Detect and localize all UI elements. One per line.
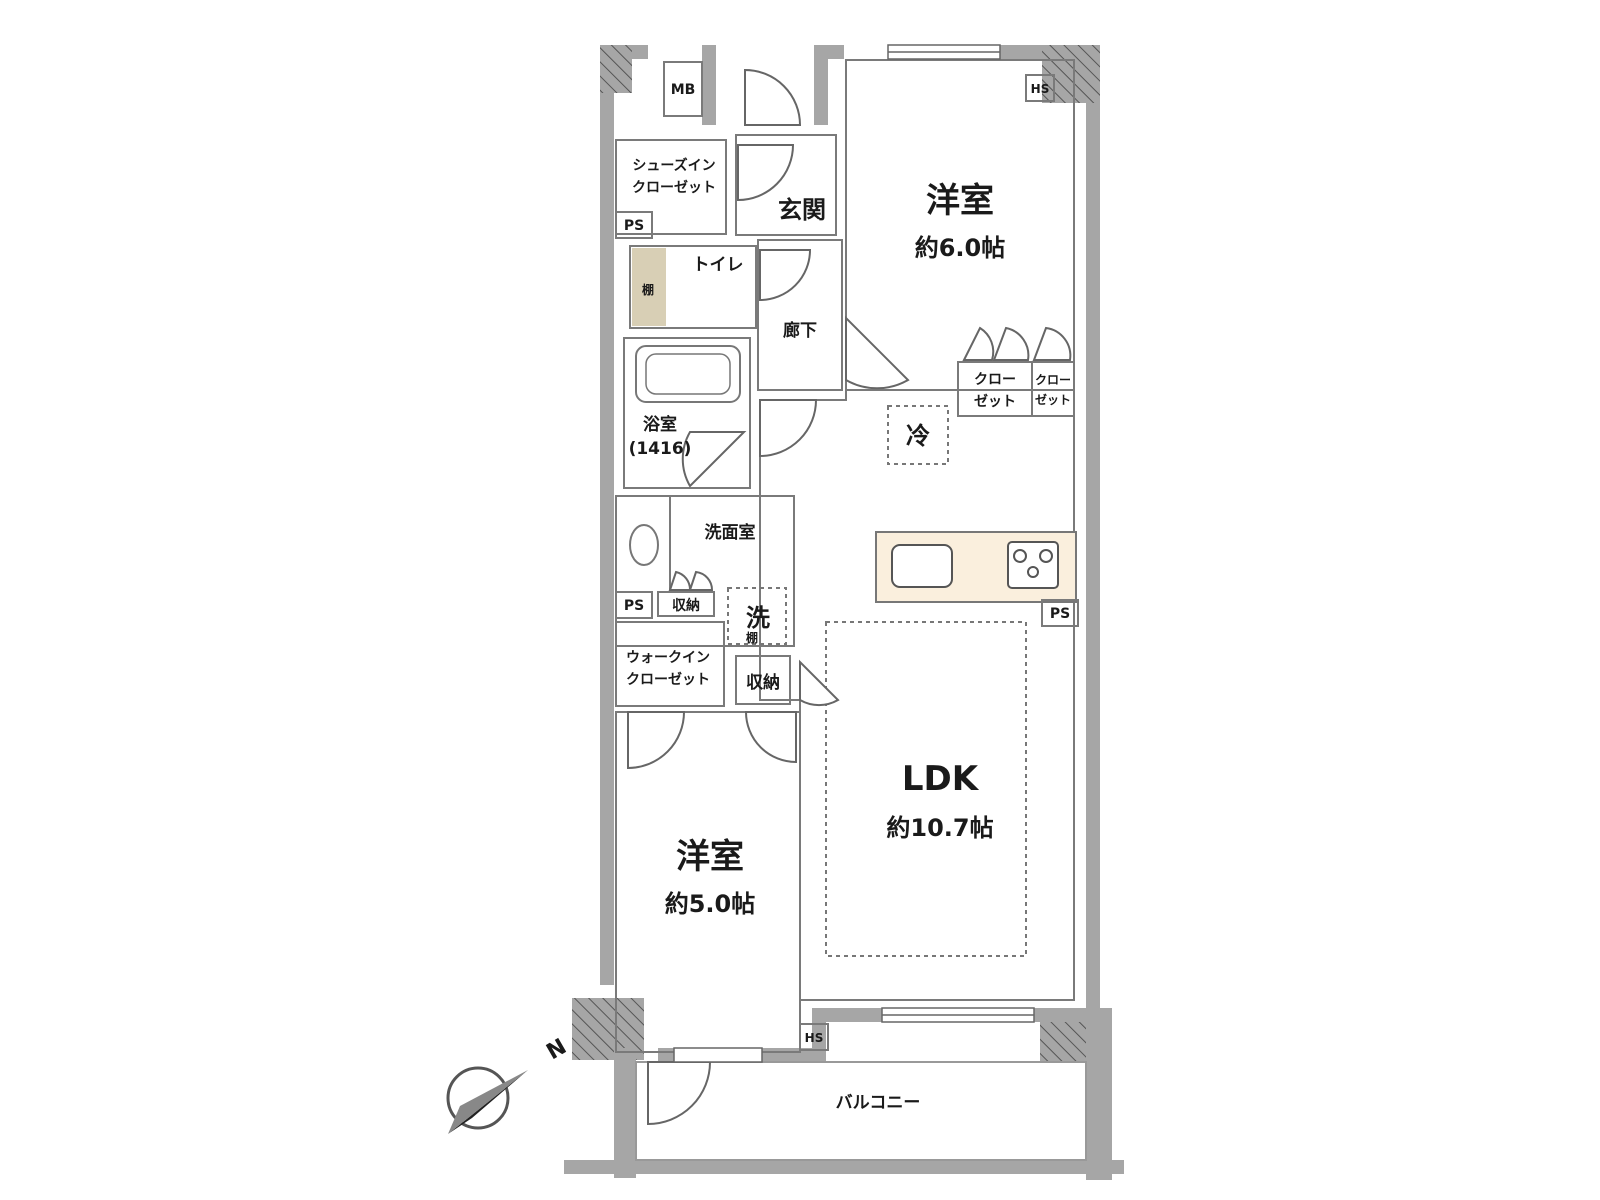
closet-b-line1: クロー — [1035, 373, 1071, 387]
shoes-closet-line1: シューズイン — [632, 157, 715, 174]
bath-room — [623, 337, 751, 489]
walkin-closet-line2: クローゼット — [626, 671, 710, 688]
walkin-closet-line1: ウォークイン — [626, 650, 710, 666]
western-north-area: 約6.0帖 — [915, 234, 1006, 262]
hallway-label: 廊下 — [783, 320, 817, 341]
washer-space — [727, 587, 787, 645]
closet-a-line2: ゼット — [974, 393, 1016, 410]
ldk-area: 約10.7帖 — [886, 814, 993, 842]
shelf-wash-label: 棚 — [746, 630, 758, 645]
doors — [627, 68, 1072, 1126]
ldk-room — [759, 389, 1075, 1001]
washroom — [615, 495, 795, 647]
shoes-closet-line2: クローゼット — [632, 179, 716, 196]
hs-box-1 — [1025, 74, 1055, 102]
bath-size: (1416) — [629, 439, 692, 459]
balcony — [635, 1061, 1087, 1161]
bathtub-icon — [635, 345, 741, 403]
hallway — [757, 239, 843, 391]
ps-label-2: PS — [624, 598, 644, 614]
stove-icon — [1007, 541, 1059, 589]
compass-north-label: N — [543, 1034, 571, 1065]
toilet-label: トイレ — [693, 255, 744, 275]
compass-north-icon: N — [446, 1034, 571, 1134]
entrance — [735, 134, 837, 236]
entrance-label: 玄関 — [778, 196, 826, 224]
ps-label-1: PS — [624, 218, 644, 234]
western-room-north — [845, 59, 1075, 391]
closet-a-line1: クロー — [974, 372, 1016, 388]
western-north-name: 洋室 — [926, 181, 994, 221]
toilet-room — [629, 245, 757, 329]
toilet-shelf — [632, 248, 666, 326]
ps-label-3: PS — [1050, 606, 1070, 622]
ps-box-3 — [1041, 599, 1079, 627]
storage-mid — [735, 655, 791, 705]
fridge-label: 冷 — [906, 422, 930, 450]
storage-small — [657, 591, 715, 617]
western-south-name: 洋室 — [676, 837, 744, 877]
ldk-name: LDK — [902, 759, 980, 799]
shelf-toilet-label: 棚 — [642, 282, 654, 297]
storage-mid-label: 収納 — [746, 672, 780, 693]
shoes-closet — [615, 139, 727, 235]
storage-small-label: 収納 — [672, 597, 700, 614]
ps-box-2 — [615, 591, 653, 619]
hs-label-1: HS — [1031, 82, 1050, 96]
walkin-closet — [615, 621, 725, 707]
ps-box-1 — [615, 211, 653, 239]
washbasin-icon — [629, 524, 659, 566]
washroom-label: 洗面室 — [705, 522, 756, 543]
balcony-label: バルコニー — [836, 1093, 921, 1113]
washer-label: 洗 — [746, 604, 770, 632]
dining-area — [825, 621, 1027, 957]
bath-label: 浴室 — [643, 414, 677, 435]
sink-icon — [891, 544, 953, 588]
hs-box-2 — [799, 1023, 829, 1051]
closet-b-line2: ゼット — [1035, 392, 1071, 407]
hs-label-2: HS — [805, 1031, 824, 1045]
mb-box — [663, 61, 703, 117]
closet-b — [1031, 361, 1075, 417]
outer-walls — [564, 45, 1124, 1180]
western-south-area: 約5.0帖 — [665, 890, 756, 918]
windows — [673, 44, 1035, 1063]
mb-label: MB — [671, 82, 696, 98]
fridge-space — [887, 405, 949, 465]
